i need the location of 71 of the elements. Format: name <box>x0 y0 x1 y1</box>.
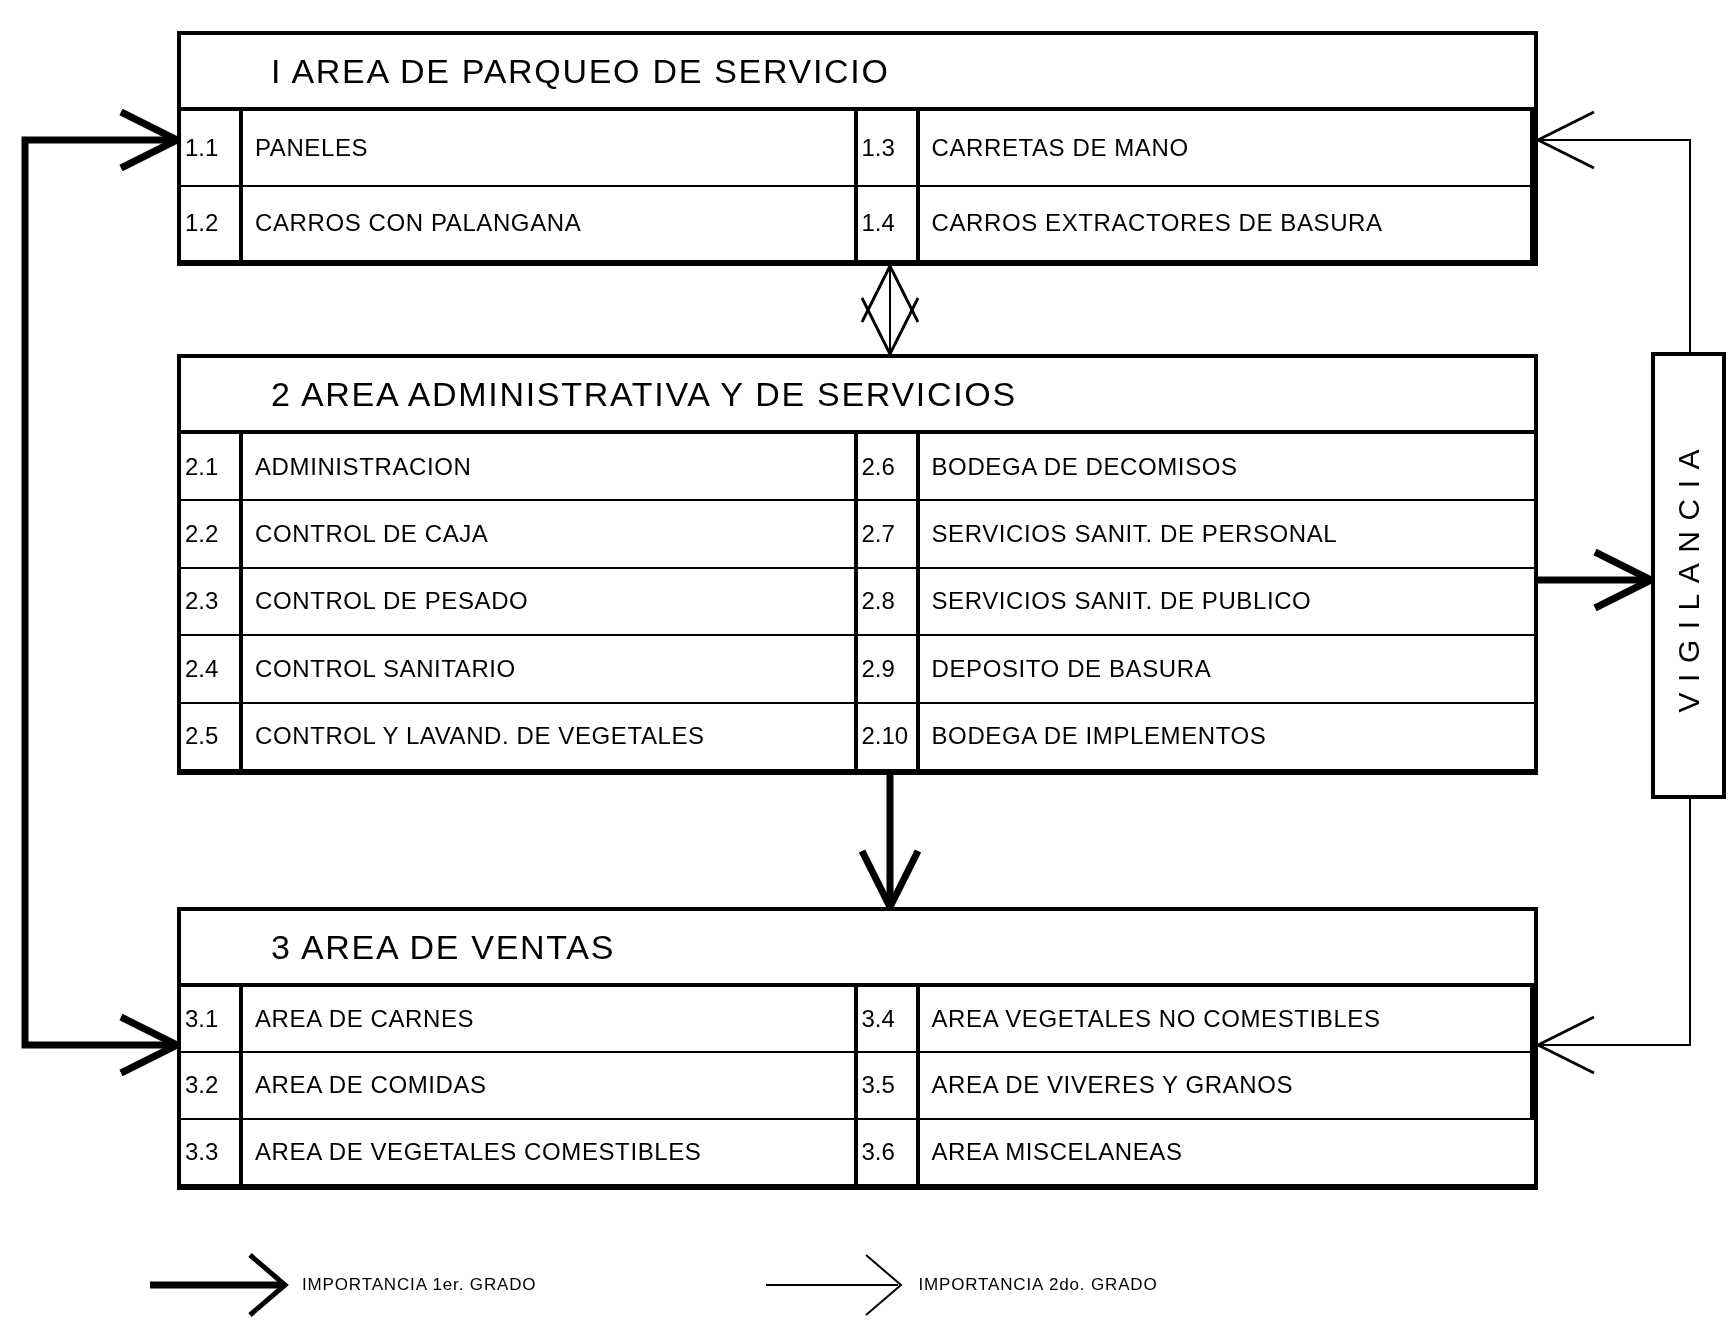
item-name: CONTROL SANITARIO <box>254 653 517 684</box>
item-name: CONTROL Y LAVAND. DE VEGETALES <box>254 721 706 752</box>
item-number: 2.9 <box>857 636 920 702</box>
item-name: SERVICIOS SANIT. DE PERSONAL <box>930 519 1339 550</box>
item-name: AREA DE COMIDAS <box>254 1070 488 1101</box>
item-name: AREA DE CARNES <box>254 1004 476 1035</box>
item-row <box>857 186 1534 262</box>
item-number: 1.2 <box>181 186 243 260</box>
item-number: 2.2 <box>181 501 243 567</box>
item-name: PANELES <box>254 132 370 163</box>
item-name: DEPOSITO DE BASURA <box>930 653 1213 684</box>
item-row <box>181 568 858 637</box>
item-name: AREA DE VEGETALES COMESTIBLES <box>254 1136 703 1167</box>
item-name: CARRETAS DE MANO <box>930 132 1190 163</box>
item-row <box>857 434 1534 502</box>
item-name: AREA VEGETALES NO COMESTIBLES <box>930 1004 1382 1035</box>
item-number: 1.1 <box>181 111 243 185</box>
area-title: I AREA DE PARQUEO DE SERVICIO <box>181 35 1534 111</box>
item-name: CONTROL DE PESADO <box>254 586 530 617</box>
vigilance-box <box>1651 352 1726 799</box>
item-row <box>181 636 858 704</box>
item-number: 2.7 <box>857 501 920 567</box>
item-row <box>857 1119 1534 1186</box>
item-row <box>857 1053 1534 1120</box>
item-number: 3.3 <box>181 1119 243 1184</box>
item-number: 2.10 <box>857 703 920 769</box>
item-row <box>857 636 1534 704</box>
item-name: BODEGA DE DECOMISOS <box>930 451 1239 482</box>
item-row <box>857 111 1534 187</box>
item-name: CARROS CON PALANGANA <box>254 208 583 239</box>
item-number: 2.6 <box>857 434 920 500</box>
item-row <box>181 186 858 262</box>
item-name: ADMINISTRACION <box>254 451 473 482</box>
item-number: 1.3 <box>857 111 920 185</box>
item-number: 2.1 <box>181 434 243 500</box>
item-number: 2.5 <box>181 703 243 769</box>
item-name: AREA MISCELANEAS <box>930 1136 1184 1167</box>
item-number: 2.4 <box>181 636 243 702</box>
area-title: 2 AREA ADMINISTRATIVA Y DE SERVICIOS <box>181 358 1534 434</box>
item-row <box>181 501 858 569</box>
item-name: AREA DE VIVERES Y GRANOS <box>930 1070 1295 1101</box>
area-box <box>177 907 1538 1190</box>
item-row <box>181 434 858 502</box>
item-number: 3.4 <box>857 987 920 1052</box>
item-number: 2.3 <box>181 568 243 635</box>
item-name: BODEGA DE IMPLEMENTOS <box>930 721 1268 752</box>
legend-text: IMPORTANCIA 1er. GRADO <box>302 1274 537 1297</box>
area-title: 3 AREA DE VENTAS <box>181 911 1534 987</box>
item-number: 2.8 <box>857 568 920 635</box>
item-row <box>857 568 1534 637</box>
item-name: CARROS EXTRACTORES DE BASURA <box>930 208 1384 239</box>
arrow <box>860 264 920 356</box>
area-box <box>177 31 1538 266</box>
item-name: CONTROL DE CAJA <box>254 519 490 550</box>
item-row <box>857 987 1534 1054</box>
item-row <box>857 501 1534 569</box>
legend-text: IMPORTANCIA 2do. GRADO <box>918 1274 1158 1297</box>
item-number: 3.2 <box>181 1053 243 1118</box>
item-number: 3.5 <box>857 1053 920 1118</box>
item-number: 3.1 <box>181 987 243 1052</box>
item-number: 3.6 <box>857 1119 920 1184</box>
area-box <box>177 354 1538 775</box>
item-name: SERVICIOS SANIT. DE PUBLICO <box>930 586 1313 617</box>
item-number: 1.4 <box>857 186 920 260</box>
item-row <box>181 111 858 187</box>
item-row <box>181 1053 858 1120</box>
item-row <box>181 987 858 1054</box>
item-row <box>181 1119 858 1186</box>
item-row <box>857 703 1534 771</box>
vigilance-label: VIGILANCIA <box>1671 438 1706 713</box>
item-row <box>181 703 858 771</box>
